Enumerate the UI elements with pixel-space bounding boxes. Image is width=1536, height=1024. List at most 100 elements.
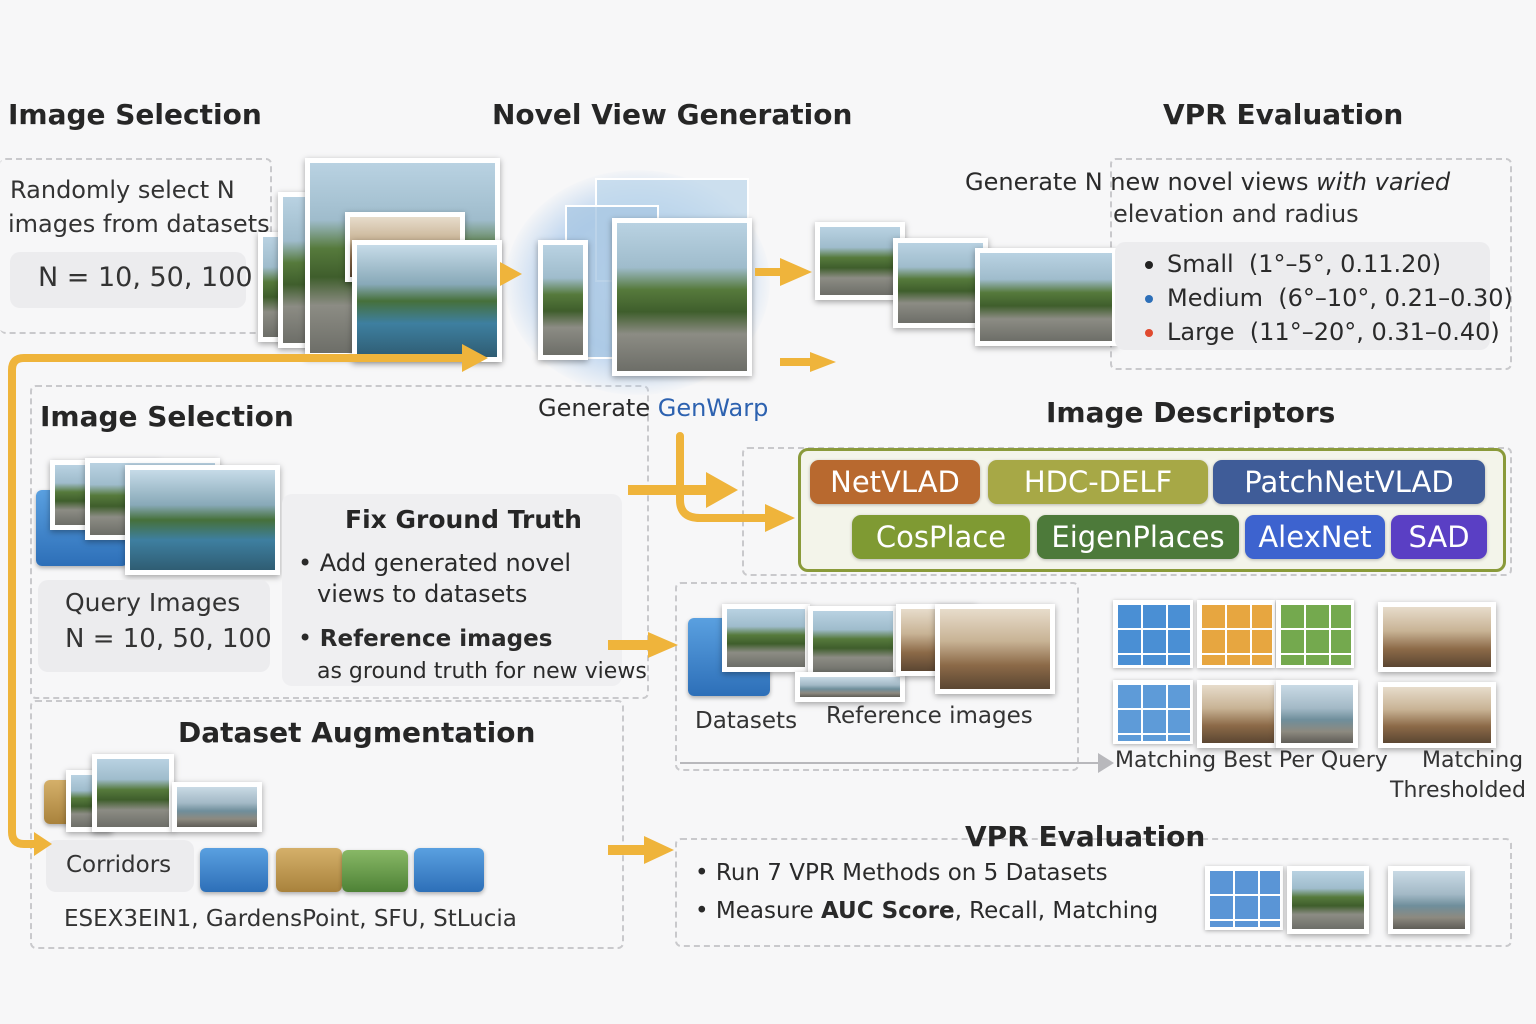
descriptor-hdc-delf: HDC-DELF bbox=[988, 460, 1208, 504]
arrow-to-novel-views bbox=[780, 258, 812, 286]
descriptor-cosplace: CosPlace bbox=[852, 515, 1030, 559]
arrow-to-levels bbox=[810, 352, 836, 372]
level-list: Small (1°–5°, 0.11.20) Medium (6°–10°, 0… bbox=[1145, 247, 1513, 349]
vpr-bottom-bullet-2-bold: AUC Score bbox=[820, 898, 955, 924]
genwarp-down-path bbox=[676, 432, 774, 522]
image-selection-top-heading: Image Selection bbox=[8, 98, 262, 131]
arrow-to-matching-shaft bbox=[608, 640, 650, 650]
n-values-panel bbox=[10, 252, 246, 308]
reference-images-label: Reference images bbox=[826, 703, 1033, 729]
level-large-label: Large bbox=[1167, 318, 1235, 346]
arrow-loop-to-generation bbox=[462, 344, 488, 372]
gt-bullet-2: • Reference images as ground truth for n… bbox=[298, 623, 647, 687]
vpr-bottom-bullet-1-dot: • bbox=[695, 860, 716, 886]
arrow-to-vpr-bottom bbox=[644, 836, 674, 864]
eval-grid bbox=[1205, 866, 1283, 930]
vpr-bottom-bullet-2-prefix: Measure bbox=[715, 898, 821, 924]
query-images-label: Query Images bbox=[65, 588, 241, 617]
level-small: Small (1°–5°, 0.11.20) bbox=[1145, 247, 1513, 281]
arrow-to-descriptors-2 bbox=[765, 504, 795, 532]
gt-bullet-1-dot: • bbox=[298, 549, 320, 577]
level-small-range: (1°–5°, 0.11.20) bbox=[1248, 250, 1442, 278]
vpr-evaluation-top-heading: VPR Evaluation bbox=[1163, 98, 1404, 131]
n-values-top: N = 10, 50, 100 bbox=[38, 262, 253, 293]
descriptor-alexnet: AlexNet bbox=[1245, 515, 1385, 559]
vpr-top-desc-plain: Generate N new novel views bbox=[965, 168, 1317, 196]
gt-bullet-2-line2: as ground truth for new views bbox=[317, 659, 647, 684]
gt-bullet-1-line1: Add generated novel bbox=[319, 549, 572, 577]
generated-view-main bbox=[612, 218, 752, 376]
vpr-top-desc-line1: Generate N new novel views with varied bbox=[965, 168, 1450, 196]
gt-bullet-2-line1: Reference images bbox=[319, 626, 553, 652]
match-result-2 bbox=[1378, 682, 1496, 748]
match-photo-3 bbox=[1276, 680, 1358, 748]
augmentation-frame bbox=[30, 700, 624, 949]
descriptor-patchnetvlad: PatchNetVLAD bbox=[1213, 460, 1485, 504]
level-medium-label: Medium bbox=[1167, 284, 1263, 312]
ground-truth-panel bbox=[282, 494, 622, 686]
arrow-to-novel-views-shaft bbox=[755, 268, 783, 276]
vpr-top-desc-line2: elevation and radius bbox=[1113, 200, 1359, 228]
datasets-label: Datasets bbox=[695, 708, 798, 734]
match-grid-green bbox=[1276, 600, 1354, 668]
gt-bullet-2-dot: • bbox=[298, 624, 320, 652]
descriptor-eigenplaces: EigenPlaces bbox=[1037, 515, 1239, 559]
aug-photo-2 bbox=[92, 754, 174, 832]
arrow-to-descriptors-1 bbox=[706, 472, 738, 508]
arrow-to-levels-shaft bbox=[780, 358, 812, 366]
datasets-photo-3 bbox=[795, 672, 905, 702]
vpr-bottom-bullet-2-dot: • bbox=[695, 898, 716, 924]
corridors-panel bbox=[46, 840, 194, 892]
level-medium-range: (6°–10°, 0.21–0.30) bbox=[1278, 284, 1513, 312]
level-small-dot bbox=[1145, 261, 1153, 269]
loop-arrow-path bbox=[7, 354, 474, 848]
vpr-top-desc-italic: with varied bbox=[1316, 168, 1451, 196]
select-line-2: images from datasets bbox=[8, 210, 270, 238]
image-descriptors-heading: Image Descriptors bbox=[1046, 396, 1336, 429]
eval-photo-1 bbox=[1287, 866, 1369, 934]
datasets-photo-1 bbox=[722, 604, 810, 672]
vpr-bottom-bullet-1-text: Run 7 VPR Methods on 5 Datasets bbox=[715, 860, 1108, 886]
matching-arrow-head bbox=[1098, 753, 1114, 773]
eval-photo-2 bbox=[1388, 866, 1470, 934]
arrow-to-generation bbox=[500, 262, 522, 286]
arrow-to-vpr-bottom-shaft bbox=[608, 845, 646, 855]
aug-folder-blue-2 bbox=[414, 848, 484, 892]
matching-thresholded-line2: Thresholded bbox=[1390, 778, 1526, 803]
vpr-bottom-bullet-2: • Measure AUC Score, Recall, Matching bbox=[695, 898, 1158, 924]
level-small-label: Small bbox=[1167, 250, 1234, 278]
matching-best-per-query: Matching Best Per Query bbox=[1115, 748, 1388, 773]
match-grid-blue-2 bbox=[1113, 680, 1193, 744]
level-medium: Medium (6°–10°, 0.21–0.30) bbox=[1145, 281, 1513, 315]
corridors-label: Corridors bbox=[66, 852, 172, 878]
vpr-bottom-frame bbox=[675, 838, 1512, 947]
query-panel bbox=[38, 580, 270, 672]
level-large-range: (11°–20°, 0.31–0.40) bbox=[1249, 318, 1500, 346]
level-medium-dot bbox=[1145, 295, 1153, 303]
augmentation-datasets-list: ESEX3EIN1, GardensPoint, SFU, StLucia bbox=[64, 906, 517, 932]
levels-panel bbox=[1115, 242, 1490, 350]
fix-ground-truth-heading: Fix Ground Truth bbox=[345, 505, 582, 534]
arrow-to-matching bbox=[648, 632, 678, 658]
aug-folder-blue-1 bbox=[200, 848, 268, 892]
frame-stack-side bbox=[538, 240, 588, 360]
vpr-evaluation-bottom-heading: VPR Evaluation bbox=[965, 820, 1206, 853]
aug-folder-tan bbox=[276, 848, 342, 892]
gt-bullet-1-line2: views to datasets bbox=[317, 580, 528, 608]
image-selection-mid-heading: Image Selection bbox=[40, 400, 294, 433]
matching-arrow-line bbox=[680, 762, 1100, 764]
genwarp-label: GenWarp bbox=[657, 394, 769, 422]
generation-label: Generate GenWarp bbox=[538, 394, 768, 422]
query-n-values: N = 10, 50, 100 bbox=[65, 624, 272, 654]
match-grid-orange bbox=[1197, 600, 1275, 668]
mid-left-frame bbox=[30, 385, 649, 699]
novel-view-generation-heading: Novel View Generation bbox=[492, 98, 853, 131]
novel-view-3 bbox=[975, 248, 1117, 346]
gt-bullet-1: • Add generated novel views to datasets bbox=[298, 548, 571, 610]
vpr-bottom-bullet-1: • Run 7 VPR Methods on 5 Datasets bbox=[695, 860, 1108, 886]
level-large-dot bbox=[1145, 329, 1153, 337]
arrow-to-descriptors-1-shaft bbox=[628, 485, 708, 495]
level-large: Large (11°–20°, 0.31–0.40) bbox=[1145, 315, 1513, 349]
dataset-augmentation-heading: Dataset Augmentation bbox=[178, 716, 536, 749]
match-photo-2 bbox=[1197, 680, 1279, 748]
